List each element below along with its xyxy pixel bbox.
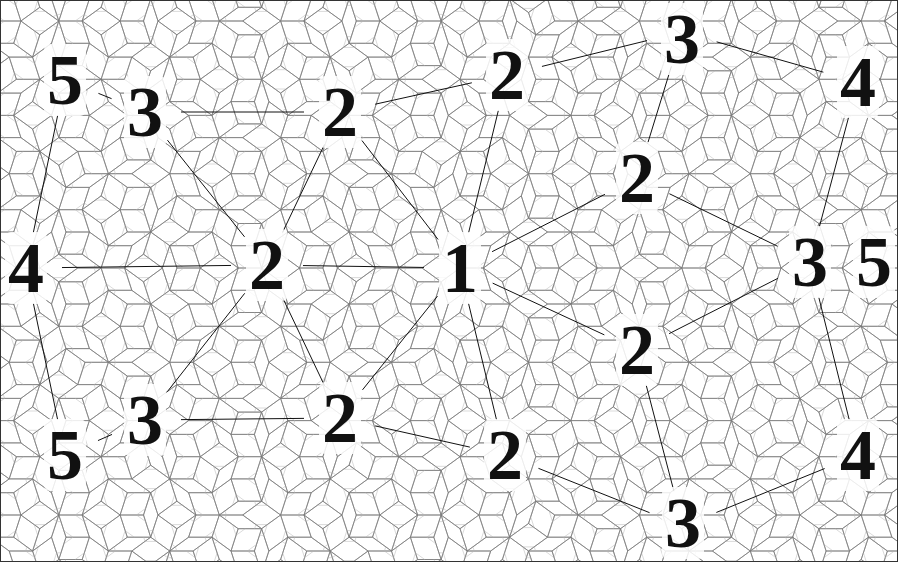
connecting-line	[283, 297, 325, 385]
connecting-line	[167, 140, 244, 237]
connecting-line	[648, 66, 672, 143]
vertex-number: 2	[486, 39, 528, 111]
vertex-number: 4	[837, 419, 879, 491]
vertex-number: 5	[44, 419, 86, 491]
vertex-number: 2	[246, 229, 288, 301]
connecting-line	[669, 278, 778, 333]
connecting-line	[468, 303, 496, 420]
connecting-line	[362, 296, 437, 390]
vertex-number: 3	[662, 487, 704, 559]
connecting-line	[62, 265, 231, 267]
vertex-number: 3	[124, 76, 166, 148]
vertex-number: 3	[661, 3, 703, 75]
connecting-line	[362, 141, 438, 240]
connecting-line	[98, 93, 111, 98]
connecting-line	[283, 144, 325, 232]
connecting-line	[669, 194, 777, 247]
vertex-number: 3	[124, 384, 166, 456]
vertex-number: 2	[319, 76, 361, 148]
vertex-number: 2	[616, 142, 658, 214]
vertex-number: 3	[789, 226, 831, 298]
connecting-line	[33, 303, 57, 420]
vertex-number: 2	[616, 314, 658, 386]
connecting-line	[98, 434, 112, 440]
connecting-line	[181, 112, 304, 113]
vertex-number: 1	[439, 232, 481, 304]
vertex-number: 5	[44, 44, 86, 116]
connecting-lines	[33, 41, 849, 513]
connecting-line	[717, 42, 824, 72]
connecting-line	[375, 83, 472, 104]
vertex-number: 2	[484, 419, 526, 491]
connecting-line	[819, 117, 848, 227]
connecting-line	[542, 41, 647, 67]
connecting-line	[181, 418, 304, 419]
connecting-line	[493, 283, 605, 335]
connecting-line	[33, 115, 57, 233]
connecting-line	[492, 194, 605, 251]
connecting-line	[819, 297, 850, 420]
connecting-line	[469, 110, 499, 233]
vertex-number: 4	[837, 46, 879, 118]
connecting-line	[375, 426, 470, 447]
vertex-number: 4	[5, 232, 47, 304]
connecting-line	[646, 385, 674, 491]
connecting-line	[716, 469, 824, 513]
vertex-number: 2	[319, 382, 361, 454]
connecting-line	[303, 266, 424, 268]
connecting-line	[167, 293, 244, 391]
vertex-number: 5	[853, 226, 895, 298]
connecting-line	[538, 468, 649, 512]
